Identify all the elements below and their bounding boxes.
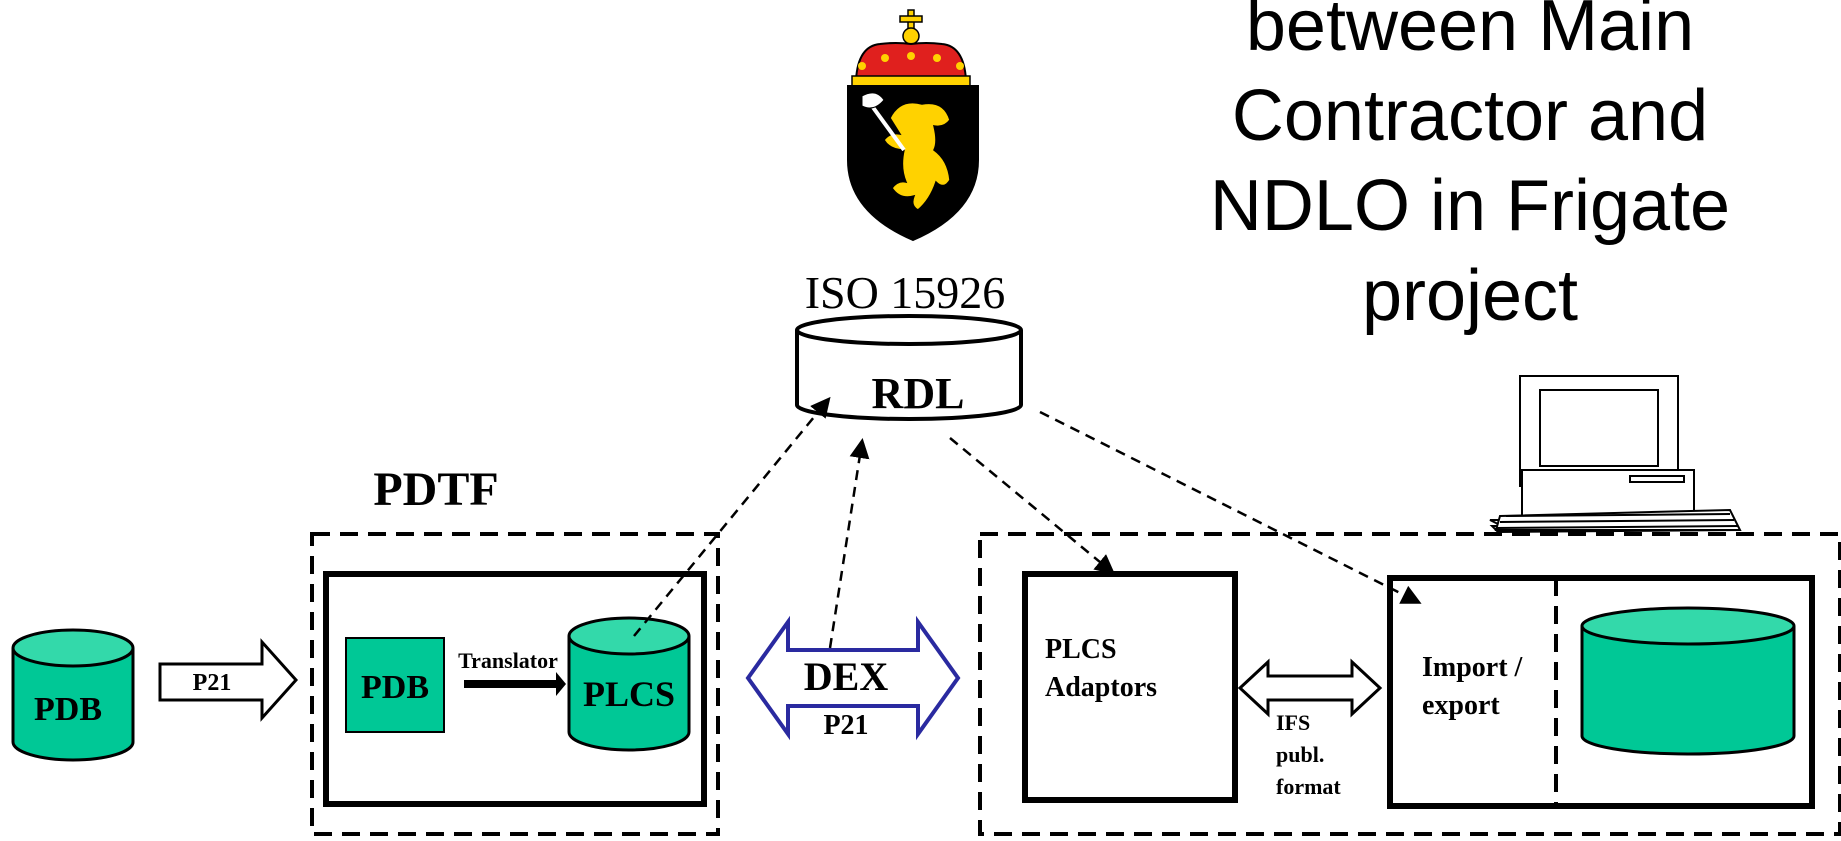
plcs-adaptors-box: [1022, 571, 1238, 803]
rdl-label: RDL: [872, 369, 965, 418]
slide-title: between Main Contractor and NDLO in Frig…: [1210, 0, 1730, 336]
p21-arrow: P21: [158, 638, 299, 722]
translator-label: Translator: [458, 648, 558, 673]
translator-arrow: [464, 672, 566, 696]
pdtf-label: PDTF: [373, 463, 498, 516]
computer-icon: [1489, 375, 1742, 534]
p21-arrow-label: P21: [193, 670, 232, 696]
dex-double-arrow: DEX P21: [745, 615, 961, 741]
dex-label: DEX: [804, 654, 889, 699]
plcs-adaptors-label-2: Adaptors: [1045, 672, 1157, 703]
title-line-4: project: [1362, 256, 1578, 336]
ifs-label-2: publ.: [1276, 742, 1324, 767]
rdl-database: ISO 15926 RDL: [795, 267, 1023, 421]
connector-rdl-to-adaptors: [949, 437, 1116, 575]
plcs-label: PLCS: [583, 674, 675, 714]
dex-sublabel: P21: [823, 710, 868, 741]
plcs-adaptors-label-1: PLCS: [1045, 634, 1117, 665]
dashed-connectors: [633, 396, 1422, 649]
pdb-inner-box: [345, 637, 445, 733]
title-line-3: NDLO in Frigate: [1210, 166, 1730, 246]
connector-rdl-to-import-export: [1039, 410, 1422, 604]
ifs-double-arrow: IFS publ. format: [1237, 658, 1383, 799]
rdl-standard-label: ISO 15926: [805, 267, 1006, 318]
connector-dex-to-rdl: [828, 438, 870, 649]
pdb-inner-label: PDB: [361, 669, 429, 706]
pdb-source-label: PDB: [34, 691, 102, 728]
crest-logo: [847, 9, 979, 242]
import-export-label-1: Import /: [1422, 652, 1524, 683]
pdb-source-database: PDB: [11, 628, 135, 762]
ifs-label-3: format: [1276, 774, 1341, 799]
ifs-label-1: IFS: [1276, 710, 1310, 735]
import-export-label-2: export: [1422, 690, 1500, 721]
ifs-database: [1580, 606, 1796, 756]
title-line-2: Contractor and: [1232, 76, 1708, 156]
plcs-database: PLCS: [567, 616, 691, 752]
pdtf-dashed-container: [310, 532, 720, 836]
title-line-1: between Main: [1246, 0, 1694, 66]
right-dashed-container: [978, 532, 1841, 836]
